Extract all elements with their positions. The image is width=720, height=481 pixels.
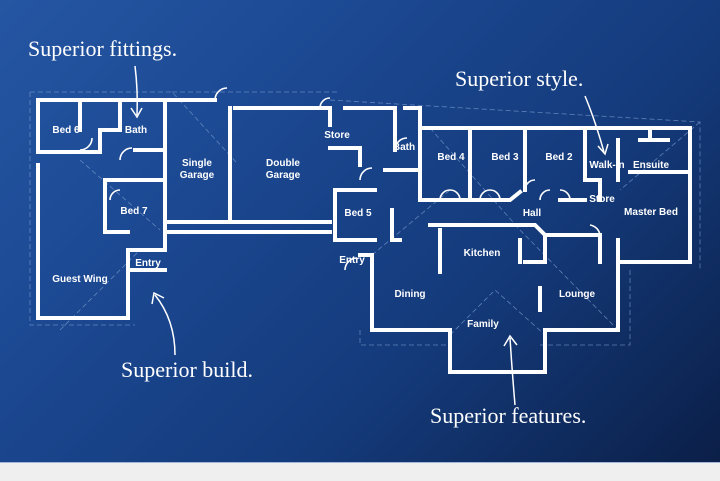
room-label-bed7: Bed 7 [120,206,148,217]
walls [36,98,692,374]
arrow-icon [151,291,176,356]
room-label-dining: Dining [394,289,425,300]
roof-guides [29,91,701,346]
caption-superior-build: Superior build. [121,357,253,382]
room-label-guest-wing: Guest Wing [52,274,107,285]
room-label-double-garage-2: Garage [266,170,301,181]
room-label-bed3: Bed 3 [491,152,519,163]
room-label-bath-mid: Bath [393,142,415,153]
room-label-ensuite: Ensuite [633,160,670,171]
room-label-store: Store [324,130,350,141]
room-labels: Bed 6 Bath Single Garage Double Garage B… [52,125,678,330]
room-label-kitchen: Kitchen [464,248,501,259]
room-label-bed5: Bed 5 [344,208,372,219]
room-label-store-right: Store [589,194,615,205]
door-swings [79,87,601,271]
room-label-walk-in: Walk-in [589,160,624,171]
room-label-lounge: Lounge [559,289,596,300]
captions: Superior fittings. Superior style. Super… [28,36,609,428]
room-label-bed6: Bed 6 [52,125,80,136]
caption-superior-style: Superior style. [455,66,583,91]
room-label-entry-mid: Entry [339,255,365,266]
room-label-bath: Bath [125,125,147,136]
room-label-bed4: Bed 4 [437,152,465,163]
bottom-bar [0,462,720,481]
room-label-double-garage: Double [266,158,300,169]
room-label-bed2: Bed 2 [545,152,573,163]
caption-superior-features: Superior features. [430,403,586,428]
room-label-master-bed: Master Bed [624,207,678,218]
arrow-icon [503,334,518,406]
room-label-hall: Hall [523,208,542,219]
room-label-single-garage-2: Garage [180,170,215,181]
room-label-entry: Entry [135,258,161,269]
room-label-single-garage: Single [182,158,212,169]
arrow-icon [130,65,143,119]
room-label-family: Family [467,319,499,330]
arrow-icon [584,95,609,156]
caption-superior-fittings: Superior fittings. [28,36,177,61]
floor-plan: Bed 6 Bath Single Garage Double Garage B… [28,36,701,428]
